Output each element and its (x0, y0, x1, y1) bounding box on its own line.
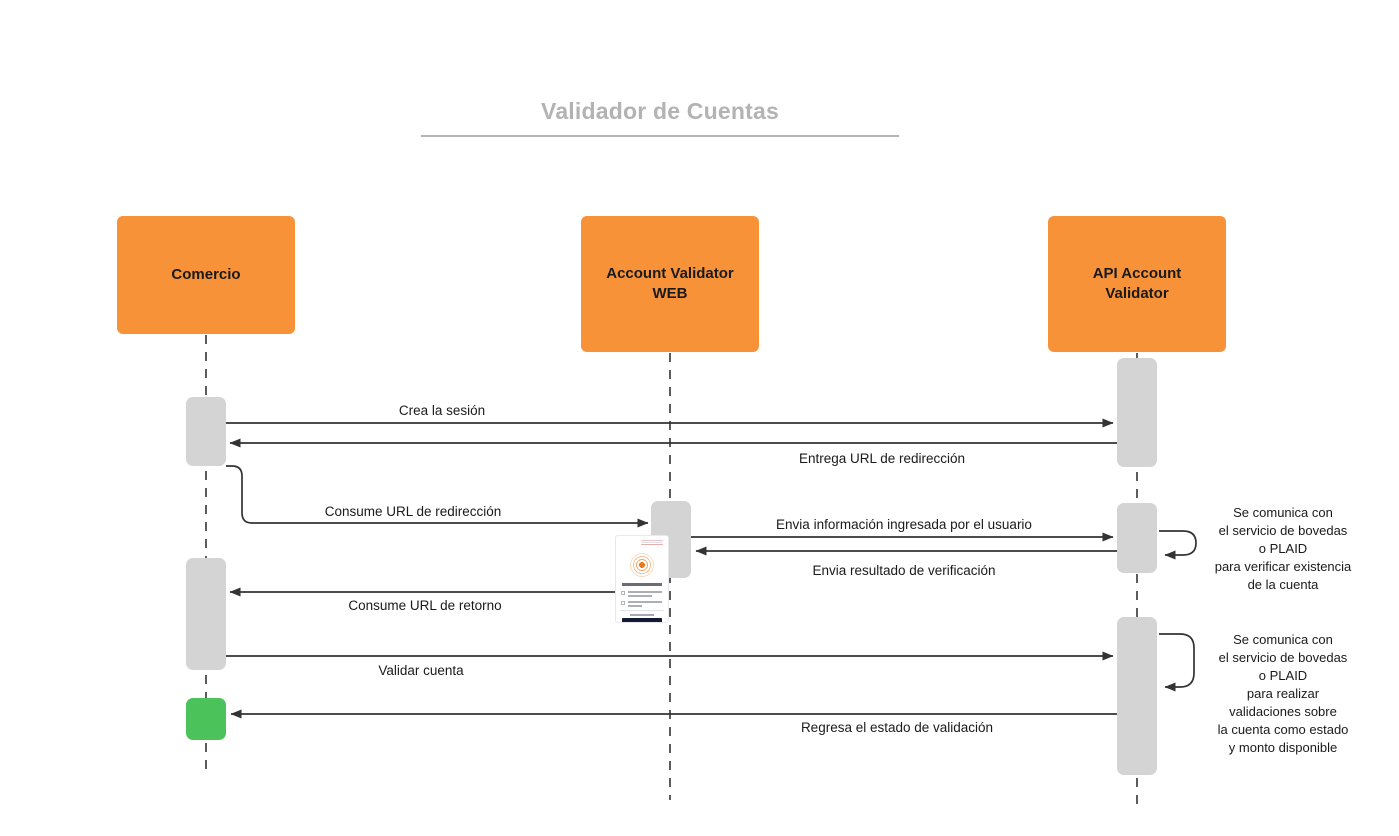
activation-comercio-1 (186, 397, 226, 466)
thumbnail-primary-button (622, 618, 662, 622)
title-divider (421, 135, 899, 137)
thumbnail-brand-mark (641, 540, 663, 545)
activation-comercio-3-success (186, 698, 226, 740)
message-label-envia-informacion-ingresada: Envia información ingresada por el usuar… (776, 517, 1032, 532)
message-label-envia-resultado-de-verificacion: Envia resultado de verificación (812, 563, 996, 578)
thumbnail-note-line-1 (630, 614, 654, 616)
thumbnail-bullet-icon-2 (621, 601, 625, 605)
message-label-consume-url-de-retorno: Consume URL de retorno (348, 598, 502, 613)
activation-api-account-validator-2 (1117, 503, 1157, 573)
message-label-consume-url-de-redireccion: Consume URL de redirección (324, 504, 502, 519)
thumbnail-heading (622, 583, 662, 586)
thumbnail-body-line-4 (628, 605, 642, 607)
participant-account-validator-web-label: Account Validator WEB (606, 264, 734, 302)
message-label-validar-cuenta: Validar cuenta (378, 663, 464, 678)
thumbnail-body-line-2 (628, 595, 652, 597)
message-label-entrega-url-de-redireccion: Entrega URL de redirección (798, 451, 966, 466)
thumbnail-body-line-3 (628, 601, 662, 603)
note-verificar-existencia: Se comunica con el servicio de bovedas o… (1214, 505, 1352, 592)
activation-api-account-validator-1 (1117, 358, 1157, 467)
participant-api-account-validator[interactable]: API Account Validator (1048, 216, 1226, 352)
activation-comercio-2 (186, 558, 226, 670)
message-label-regresa-el-estado-de-validacion: Regresa el estado de validación (800, 720, 994, 735)
page-title: Validador de Cuentas (541, 98, 779, 124)
note-realizar-validaciones: Se comunica con el servicio de bovedas o… (1217, 632, 1349, 755)
thumbnail-body-line-1 (628, 591, 662, 593)
thumbnail-fingerprint-icon (629, 552, 655, 578)
message-label-crea-la-sesion: Crea la sesión (398, 403, 486, 418)
thumbnail-bullet-icon-1 (621, 591, 625, 595)
thumbnail-divider (620, 610, 664, 611)
activation-api-account-validator-3 (1117, 617, 1157, 775)
account-validator-web-screen-thumbnail (615, 535, 669, 623)
participant-comercio-label: Comercio (171, 265, 241, 283)
participant-comercio[interactable]: Comercio (117, 216, 295, 334)
participant-api-account-validator-label: API Account Validator (1092, 264, 1182, 302)
participant-account-validator-web[interactable]: Account Validator WEB (581, 216, 759, 352)
